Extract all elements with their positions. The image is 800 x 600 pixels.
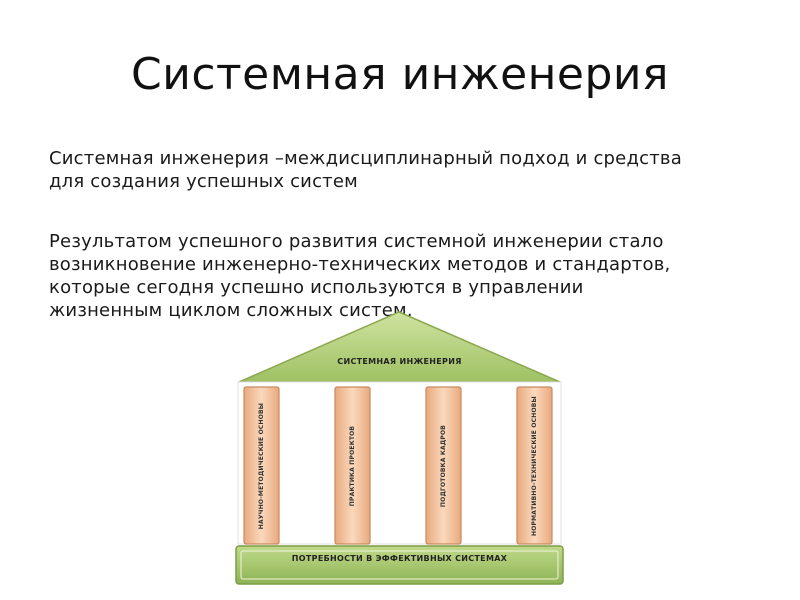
pillar-label: ПРАКТИКА ПРОЕКТОВ xyxy=(348,425,356,506)
text-line: жизненным циклом сложных систем. xyxy=(49,300,413,321)
slide-title: Системная инженерия xyxy=(131,49,669,100)
temple-roof xyxy=(238,311,561,383)
base-inner-border xyxy=(240,550,559,580)
pillar xyxy=(243,386,280,545)
pillar-label: НАУЧНО-МЕТОДИЧЕСКИЕ ОСНОВЫ xyxy=(257,402,265,529)
roof-label: СИСТЕМНАЯ ИНЖЕНЕРИЯ xyxy=(337,357,462,366)
temple-diagram: СИСТЕМНАЯ ИНЖЕНЕРИЯ НАУЧНО-МЕТОДИЧЕСКИЕ … xyxy=(232,310,567,590)
pillar-label: НОРМАТИВНО-ТЕХНИЧЕСКИЕ ОСНОВЫ xyxy=(530,395,538,536)
temple-base xyxy=(235,545,564,585)
result-paragraph: Результатом успешного развития системной… xyxy=(49,230,769,322)
pillar-label: ПОДГОТОВКА КАДРОВ xyxy=(439,424,447,507)
text-line: Системная инженерия –междисциплинарный п… xyxy=(49,148,682,169)
base-label: ПОТРЕБНОСТИ В ЭФФЕКТИВНЫХ СИСТЕМАХ xyxy=(291,554,508,563)
text-line: Результатом успешного развития системной… xyxy=(49,231,664,252)
pillar xyxy=(425,386,462,545)
text-line: которые сегодня успешно используются в у… xyxy=(49,277,584,298)
text-line: возникновение инженерно-технических мето… xyxy=(49,254,671,275)
text-line: для создания успешных систем xyxy=(49,171,358,192)
definition-paragraph: Системная инженерия –междисциплинарный п… xyxy=(49,147,769,193)
temple-graphic xyxy=(235,311,564,585)
pillar xyxy=(334,386,371,545)
pillar-band xyxy=(237,381,562,545)
pillar xyxy=(516,386,553,545)
